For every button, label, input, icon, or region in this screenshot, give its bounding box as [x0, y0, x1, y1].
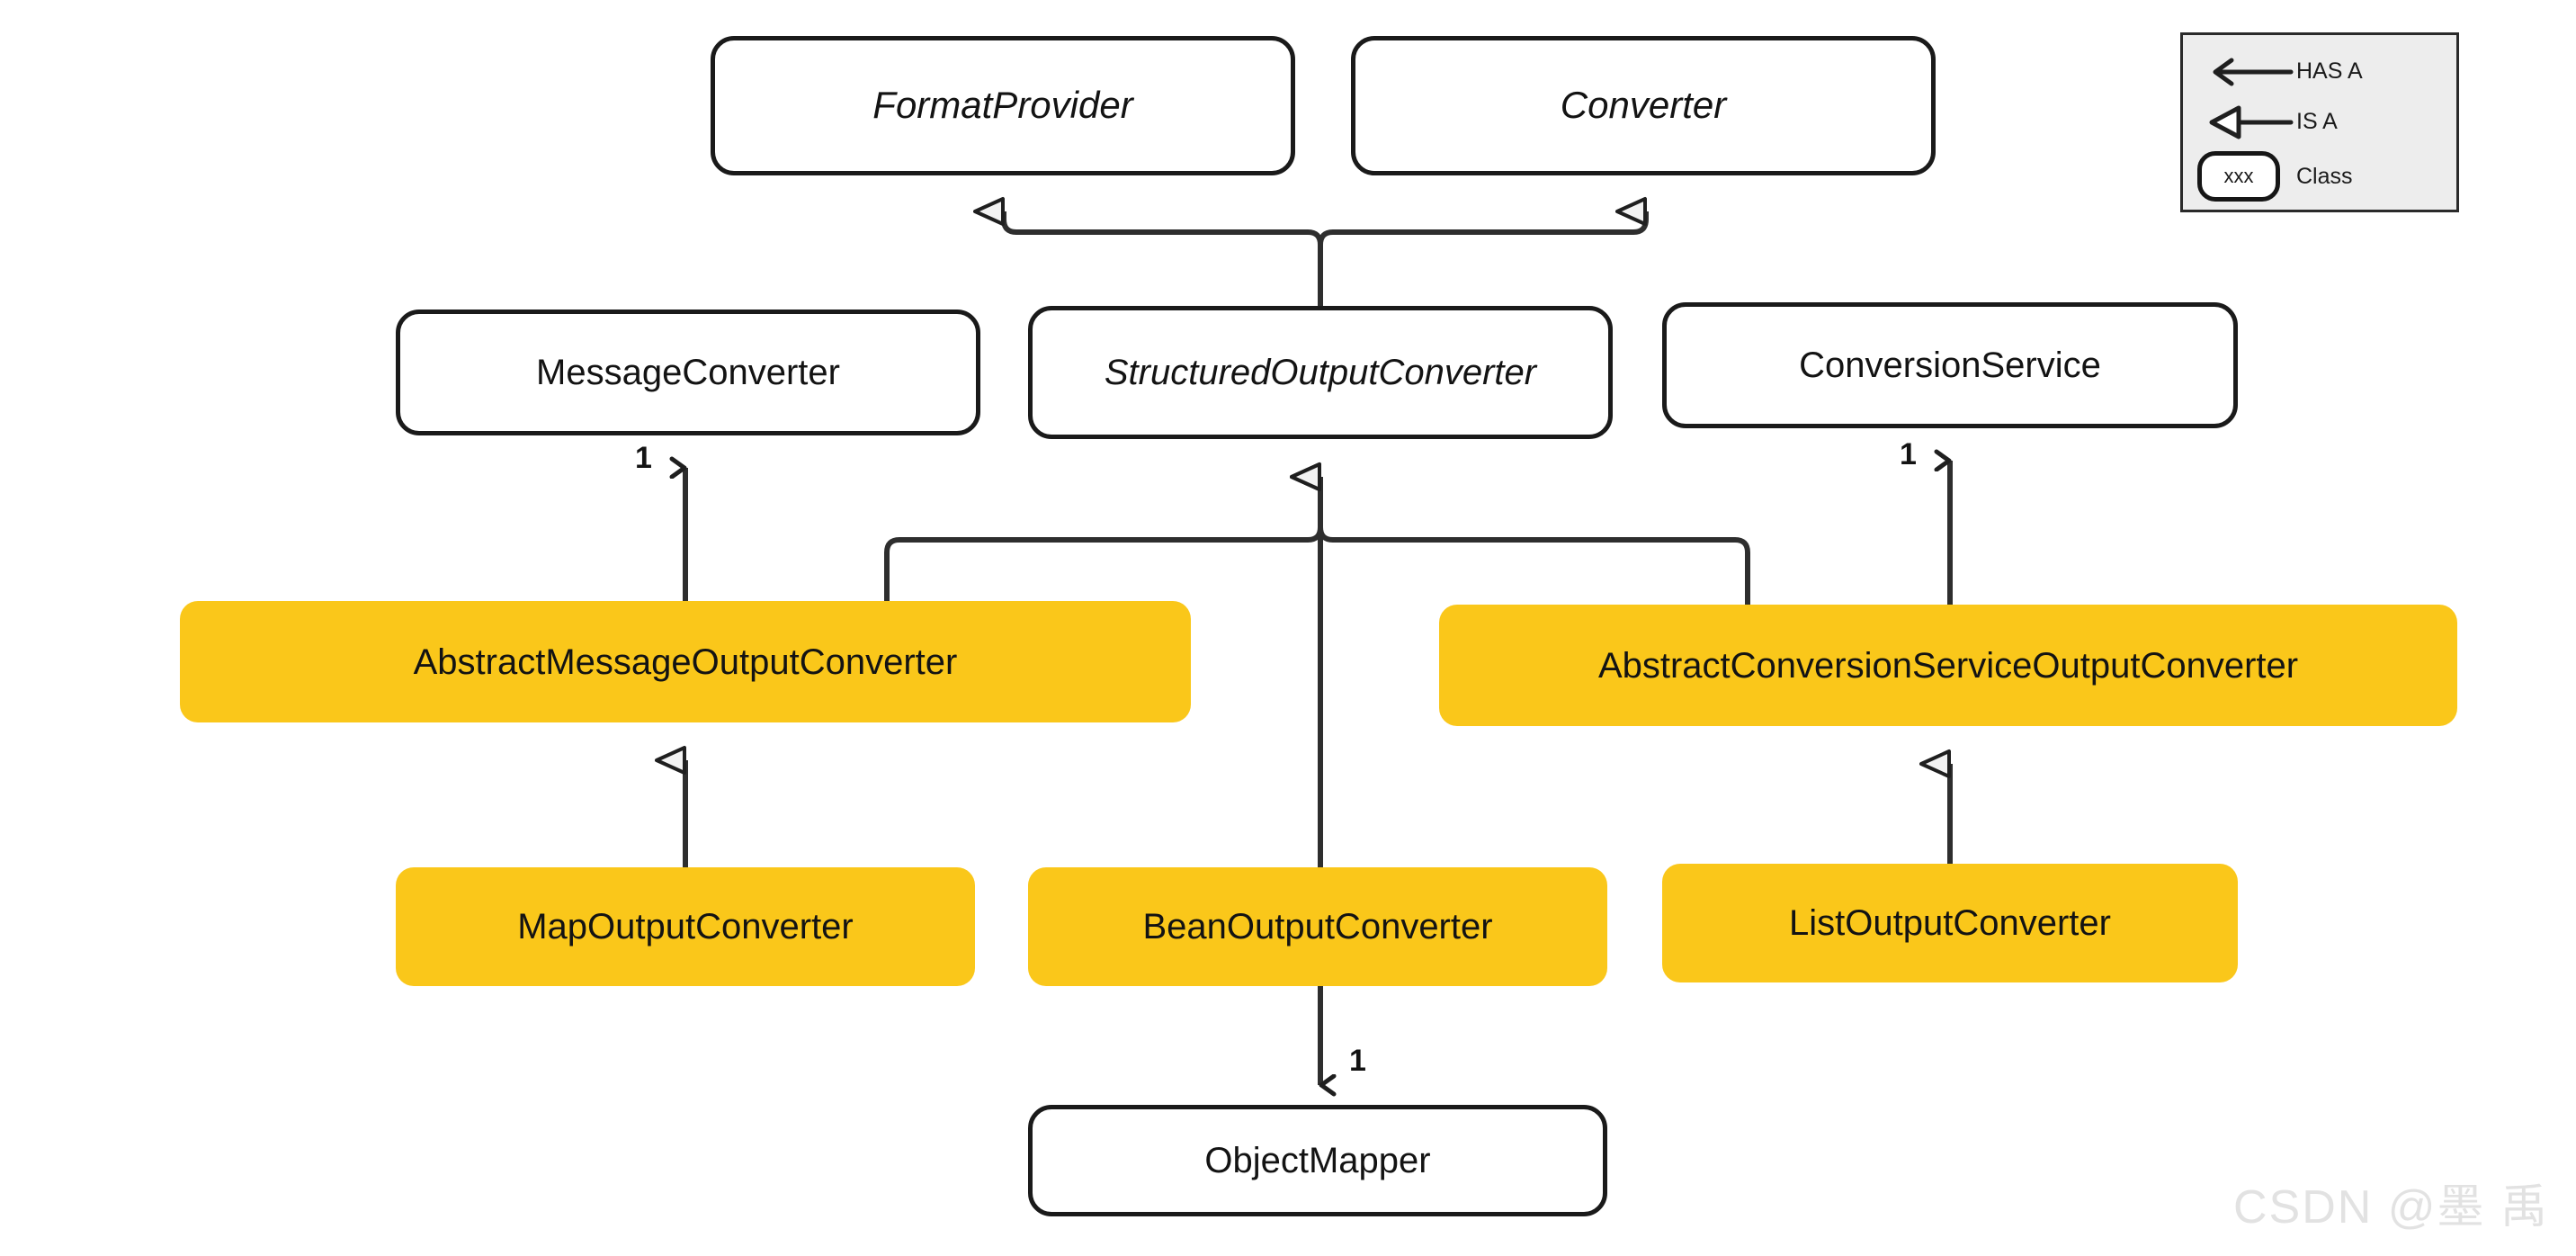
node-label: Converter	[1560, 84, 1727, 127]
legend-is-a-label: IS A	[2296, 108, 2338, 134]
multiplicity-message-converter: 1	[635, 441, 652, 475]
legend-row-class: xxx Class	[2197, 147, 2449, 206]
is-a-arrow-icon	[2209, 105, 2294, 139]
node-label: StructuredOutputConverter	[1104, 353, 1537, 392]
node-object-mapper[interactable]: ObjectMapper	[1028, 1105, 1607, 1216]
node-label: FormatProvider	[872, 84, 1133, 127]
multiplicity-object-mapper: 1	[1349, 1044, 1366, 1078]
node-list-output-converter[interactable]: ListOutputConverter	[1662, 864, 2238, 982]
edge-structured-to-converter	[1318, 197, 1649, 306]
node-label: MessageConverter	[536, 353, 840, 392]
node-structured-output-converter[interactable]: StructuredOutputConverter	[1028, 306, 1613, 439]
multiplicity-conversion-service: 1	[1900, 437, 1917, 471]
edge-acsoc-to-structured	[1290, 462, 1750, 605]
legend-class-label: Class	[2296, 163, 2353, 189]
node-label: MapOutputConverter	[517, 907, 854, 946]
legend-class-box-text: xxx	[2223, 165, 2254, 187]
node-conversion-service[interactable]: ConversionService	[1662, 302, 2238, 428]
node-message-converter[interactable]: MessageConverter	[396, 310, 980, 435]
node-label: BeanOutputConverter	[1142, 907, 1493, 946]
node-bean-output-converter[interactable]: BeanOutputConverter	[1028, 867, 1607, 986]
node-label: ConversionService	[1799, 345, 2101, 385]
node-label: AbstractConversionServiceOutputConverter	[1597, 645, 2299, 686]
node-abstract-message-output-converter[interactable]: AbstractMessageOutputConverter	[180, 601, 1191, 722]
has-a-arrow-icon	[2213, 58, 2294, 86]
legend-panel: HAS A IS A xxx Class	[2180, 32, 2459, 212]
node-map-output-converter[interactable]: MapOutputConverter	[396, 867, 975, 986]
edge-amoc-to-structured	[884, 462, 1323, 601]
node-label: AbstractMessageOutputConverter	[413, 641, 958, 682]
csdn-watermark: CSDN @墨 禹	[2232, 1181, 2549, 1234]
node-label: ObjectMapper	[1204, 1141, 1431, 1180]
legend-row-is-a: IS A	[2197, 96, 2449, 147]
legend-class-box: xxx	[2197, 151, 2280, 202]
node-abstract-conversion-service-output-converter[interactable]: AbstractConversionServiceOutputConverter	[1439, 605, 2457, 726]
legend-row-has-a: HAS A	[2197, 46, 2449, 96]
legend-has-a-label: HAS A	[2296, 58, 2363, 84]
node-format-provider[interactable]: FormatProvider	[711, 36, 1295, 175]
node-label: ListOutputConverter	[1789, 903, 2111, 943]
edge-structured-to-format-provider	[973, 197, 1323, 306]
node-converter[interactable]: Converter	[1351, 36, 1936, 175]
